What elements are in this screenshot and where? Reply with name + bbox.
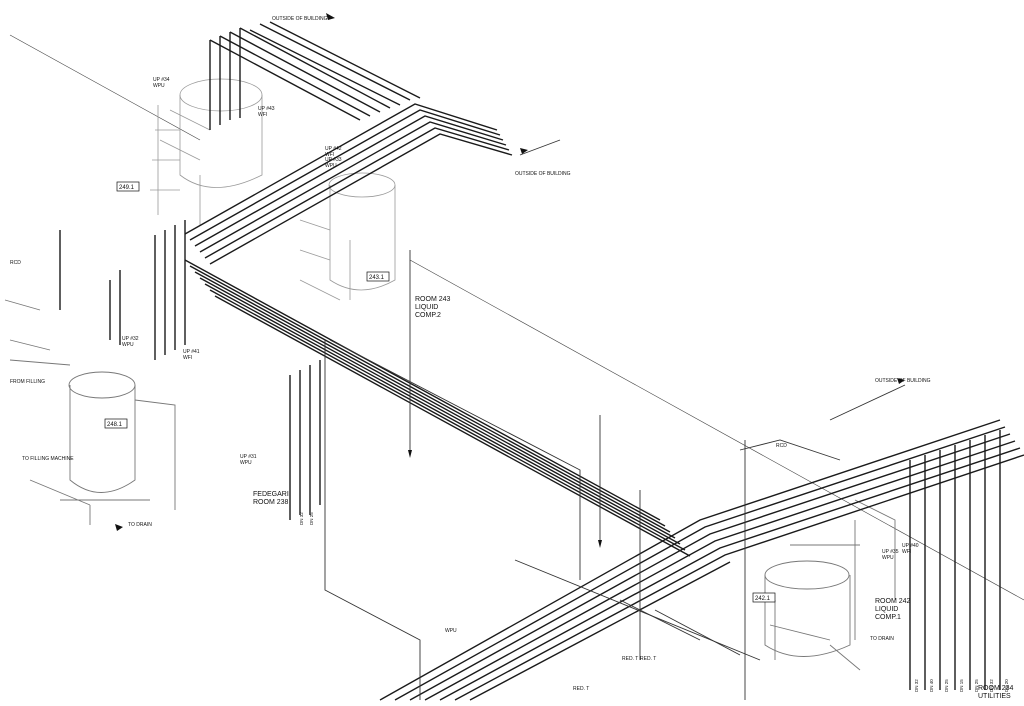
label-up42-sub: WFI (325, 152, 334, 158)
vertical-dn-labels: DN 32 DN 25 DN 32 DN 40 DN 25 DN 15 DN 2… (299, 512, 1009, 692)
label-up40-sub: WFI (902, 549, 911, 555)
label-up34: UP #34 (153, 77, 170, 83)
label-from-filling: FROM FILLING (10, 379, 45, 385)
label-rcd-1: RCD (10, 260, 21, 266)
dn-label: DN 32 (299, 512, 304, 525)
label-to-drain: TO DRAIN (128, 522, 152, 528)
label-red-t-3: RED. T (640, 656, 656, 662)
dn-label: DN 32 (989, 679, 994, 692)
label-room234: ROOM 234 (978, 685, 1014, 692)
equipment-tags: 249.1 243.1 248.1 242.1 (104, 181, 776, 603)
label-room242: ROOM 242 (875, 598, 911, 605)
vessel-248 (4, 299, 176, 525)
label-room243: ROOM 243 (415, 296, 451, 303)
label-room243-comp: COMP.2 (415, 312, 441, 319)
label-to-filling: TO FILLING MACHINE (22, 456, 74, 462)
main-pipe-bundle (59, 21, 1024, 701)
tag-248: 248.1 (107, 422, 123, 428)
label-outside-3: OUTSIDE OF BUILDING (875, 378, 931, 384)
tag-249: 249.1 (119, 185, 135, 191)
flow-arrows (115, 13, 905, 548)
label-up31: UP #31 (240, 454, 257, 460)
label-room242-comp: COMP.1 (875, 614, 901, 621)
label-red-t-1: RED. T (573, 686, 589, 692)
dn-label: DN 25 (974, 679, 979, 692)
annotations: OUTSIDE OF BUILDING OUTSIDE OF BUILDING … (10, 16, 1014, 700)
label-room242-liquid: LIQUID (875, 606, 898, 613)
label-up40: UP #40 (902, 543, 919, 549)
vessel-249 (150, 78, 263, 225)
label-up34-sub: WPU (153, 83, 165, 89)
label-fedegari: FEDEGARI (253, 491, 289, 498)
dn-label: DN 25 (309, 512, 314, 525)
label-up35-sub: WPU (882, 555, 894, 561)
label-up33-sub: WPU (325, 163, 337, 169)
label-up41-sub: WFI (183, 355, 192, 361)
label-fedegari-room: ROOM 238 (253, 499, 289, 506)
label-up41: UP #41 (183, 349, 200, 355)
dn-label: DN 20 (1004, 679, 1009, 692)
tag-243: 243.1 (369, 275, 385, 281)
dn-label: DN 25 (944, 679, 949, 692)
vessel-242 (764, 499, 896, 671)
label-up43-top-sub: WFI (258, 112, 267, 118)
dn-label: DN 40 (929, 679, 934, 692)
vessel-243 (299, 172, 396, 301)
label-up42: UP #42 (325, 146, 342, 152)
tag-242: 242.1 (755, 596, 771, 602)
label-outside-1: OUTSIDE OF BUILDING (272, 16, 328, 22)
return-pipes (324, 139, 906, 700)
label-up32: UP #32 (122, 336, 139, 342)
label-up31-sub: WPU (240, 460, 252, 466)
label-room234-utilities: UTILITIES (978, 693, 1011, 700)
label-up35: UP #35 (882, 549, 899, 555)
label-rcd-2: RCD (776, 443, 787, 449)
label-up32-sub: WPU (122, 342, 134, 348)
dn-label: DN 15 (959, 679, 964, 692)
label-wpu: WPU (445, 628, 457, 634)
label-outside-2: OUTSIDE OF BUILDING (515, 171, 571, 177)
label-room243-liquid: LIQUID (415, 304, 438, 311)
label-red-t-2: RED. T (622, 656, 638, 662)
label-up33: UP #33 (325, 157, 342, 163)
label-to-drain-2: TO DRAIN (870, 636, 894, 642)
dn-label: DN 32 (914, 679, 919, 692)
reference-lines (9, 34, 1024, 601)
label-up43-top: UP #43 (258, 106, 275, 112)
